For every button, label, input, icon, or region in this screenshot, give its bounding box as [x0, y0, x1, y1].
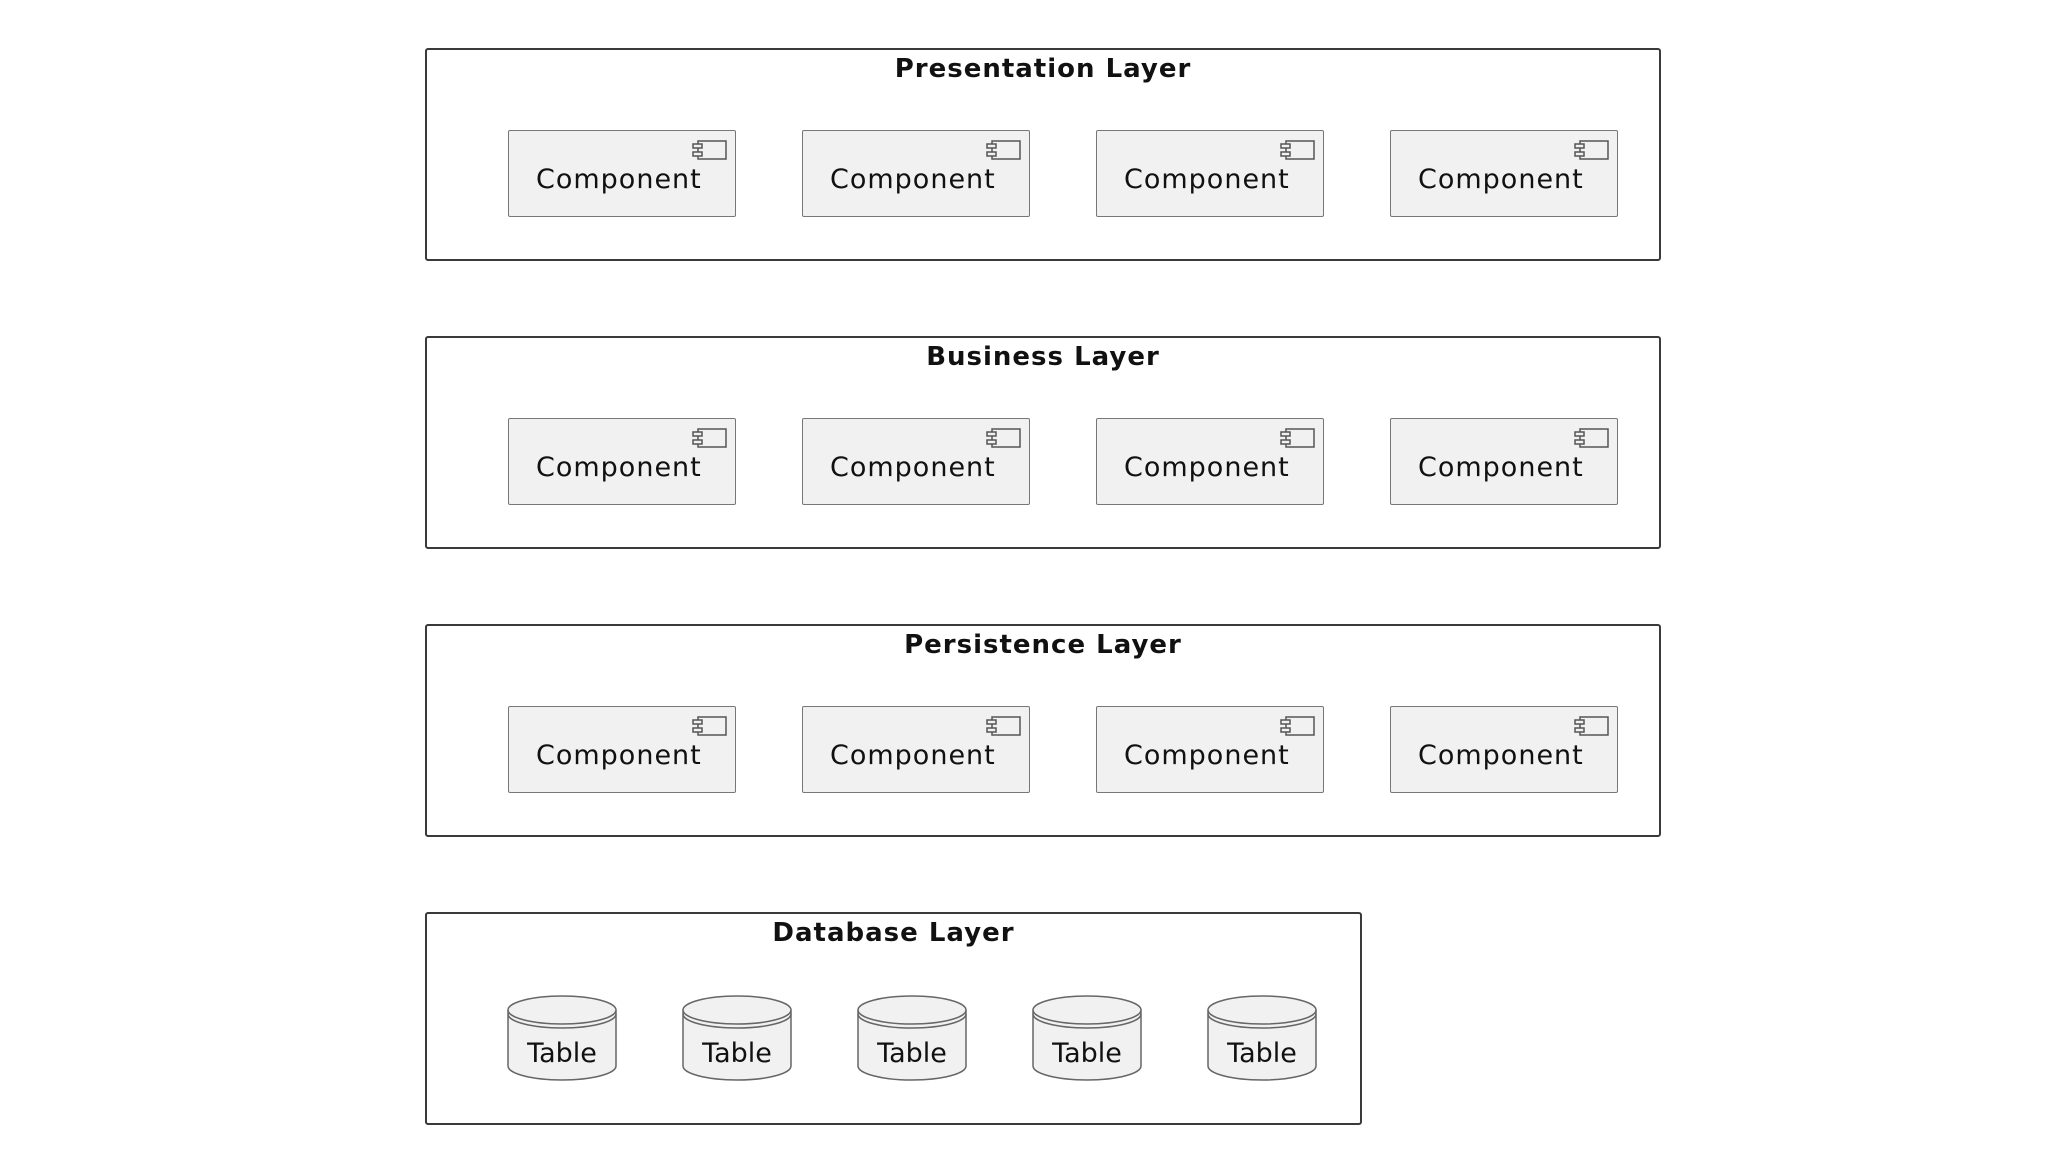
- component-label: Component: [1124, 164, 1290, 195]
- component-icon: [692, 428, 727, 448]
- database-table[interactable]: Table: [856, 994, 968, 1084]
- component-label: Component: [1124, 452, 1290, 483]
- component-icon: [1280, 140, 1315, 160]
- component-label: Component: [536, 452, 702, 483]
- presentation-layer: Presentation Layer Component Component C…: [425, 48, 1661, 261]
- database-cylinder-icon: [857, 995, 967, 1081]
- component-icon: [986, 716, 1021, 736]
- component-icon: [986, 428, 1021, 448]
- component-box[interactable]: Component: [1096, 418, 1324, 505]
- component-label: Component: [536, 164, 702, 195]
- database-cylinder-icon: [1207, 995, 1317, 1081]
- component-box[interactable]: Component: [802, 418, 1030, 505]
- table-label: Table: [702, 1038, 772, 1069]
- component-box[interactable]: Component: [1096, 706, 1324, 793]
- database-table[interactable]: Table: [1206, 994, 1318, 1084]
- table-label: Table: [1227, 1038, 1297, 1069]
- component-box[interactable]: Component: [508, 706, 736, 793]
- component-box[interactable]: Component: [508, 130, 736, 217]
- business-layer: Business Layer Component Component Compo…: [425, 336, 1661, 549]
- component-box[interactable]: Component: [1390, 130, 1618, 217]
- component-label: Component: [1418, 740, 1584, 771]
- component-box[interactable]: Component: [1096, 130, 1324, 217]
- component-box[interactable]: Component: [802, 130, 1030, 217]
- component-label: Component: [1418, 452, 1584, 483]
- component-label: Component: [1418, 164, 1584, 195]
- component-icon: [986, 140, 1021, 160]
- table-label: Table: [527, 1038, 597, 1069]
- component-icon: [1574, 140, 1609, 160]
- component-box[interactable]: Component: [802, 706, 1030, 793]
- table-label: Table: [877, 1038, 947, 1069]
- component-box[interactable]: Component: [1390, 418, 1618, 505]
- layer-title: Business Layer: [926, 342, 1160, 372]
- persistence-layer: Persistence Layer Component Component Co…: [425, 624, 1661, 837]
- database-cylinder-icon: [507, 995, 617, 1081]
- component-label: Component: [1124, 740, 1290, 771]
- component-icon: [1280, 428, 1315, 448]
- component-icon: [692, 716, 727, 736]
- layer-title: Presentation Layer: [894, 54, 1192, 84]
- component-label: Component: [830, 740, 996, 771]
- table-label: Table: [1052, 1038, 1122, 1069]
- component-box[interactable]: Component: [1390, 706, 1618, 793]
- database-cylinder-icon: [1032, 995, 1142, 1081]
- component-icon: [692, 140, 727, 160]
- database-table[interactable]: Table: [681, 994, 793, 1084]
- database-cylinder-icon: [682, 995, 792, 1081]
- component-icon: [1574, 428, 1609, 448]
- component-box[interactable]: Component: [508, 418, 736, 505]
- layer-title: Database Layer: [772, 918, 1015, 948]
- database-table[interactable]: Table: [506, 994, 618, 1084]
- component-label: Component: [830, 164, 996, 195]
- component-label: Component: [830, 452, 996, 483]
- component-label: Component: [536, 740, 702, 771]
- component-icon: [1280, 716, 1315, 736]
- layer-title: Persistence Layer: [904, 630, 1182, 660]
- database-layer: Database Layer Table Table Table Ta: [425, 912, 1362, 1125]
- component-icon: [1574, 716, 1609, 736]
- database-table[interactable]: Table: [1031, 994, 1143, 1084]
